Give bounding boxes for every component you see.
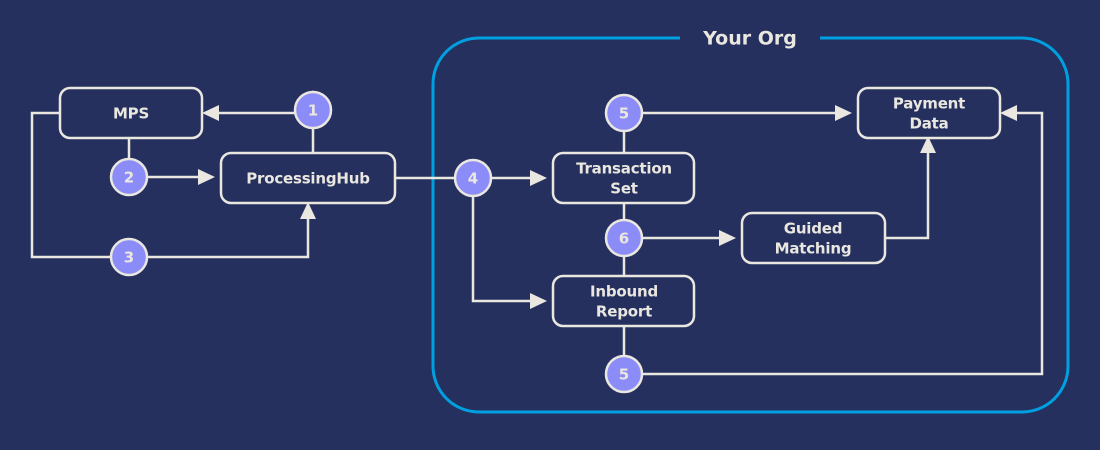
edge-branch-to-transaction-set-arrowhead — [530, 170, 547, 186]
step-badge-1-number: 1 — [308, 102, 318, 120]
node-payment-data-label-line2: Data — [909, 115, 948, 133]
step-badge-5-bottom-circle[interactable] — [604, 354, 644, 394]
step-badge-2-number: 2 — [124, 169, 134, 187]
step-badge-4-number: 4 — [468, 170, 478, 188]
edge-mps-to-hub-arrowhead — [198, 169, 215, 185]
node-transaction-set-label-line2: Set — [610, 180, 638, 198]
step-badge-6-number: 6 — [619, 230, 629, 248]
org-group: Your Org — [431, 24, 1070, 414]
node-layer: MPS ProcessingHub Transaction Set Paymen… — [58, 86, 1002, 328]
edge-hub-to-mps-arrowhead — [202, 105, 219, 121]
edge-guided-to-payment-arrowhead — [920, 136, 936, 153]
node-transaction-set[interactable]: Transaction Set — [551, 151, 696, 205]
step-badge-5-bottom[interactable]: 5 — [604, 354, 644, 394]
edge-layer — [30, 90, 1044, 376]
org-title: Your Org — [702, 28, 797, 50]
edge-branch-to-inbound-report — [471, 194, 542, 303]
node-mps-box[interactable] — [58, 86, 204, 140]
edge-guided-to-payment — [883, 147, 930, 240]
node-guided-matching-label-line1: Guided — [784, 220, 843, 238]
node-payment-data-box[interactable] — [856, 86, 1002, 140]
node-processing-hub[interactable]: ProcessingHub — [219, 151, 397, 205]
step-badge-2-circle[interactable] — [109, 157, 149, 197]
step-badge-3[interactable]: 3 — [109, 237, 149, 277]
step-badge-5-top[interactable]: 5 — [604, 93, 644, 133]
node-transaction-set-label-line1: Transaction — [576, 160, 672, 178]
step-badge-4[interactable]: 4 — [453, 158, 493, 198]
node-guided-matching[interactable]: Guided Matching — [740, 211, 887, 265]
node-inbound-report-label-line2: Report — [596, 303, 652, 321]
edge-inbound-to-payment-path — [640, 111, 1044, 376]
step-badge-3-number: 3 — [124, 249, 134, 267]
node-processing-hub-label: ProcessingHub — [246, 170, 370, 188]
edge-transaction-to-guided-arrowhead — [719, 230, 736, 246]
step-badge-3-circle[interactable] — [109, 237, 149, 277]
step-badge-5-top-number: 5 — [619, 105, 629, 123]
step-badge-2[interactable]: 2 — [109, 157, 149, 197]
edge-mps-loop-to-hub — [30, 111, 113, 259]
step-badge-1-circle[interactable] — [293, 90, 333, 130]
node-payment-data[interactable]: Payment Data — [856, 86, 1002, 140]
step-badge-6-circle[interactable] — [604, 218, 644, 258]
node-mps-label: MPS — [113, 105, 149, 123]
node-inbound-report[interactable]: Inbound Report — [551, 274, 696, 328]
node-transaction-set-box[interactable] — [551, 151, 696, 205]
edge-transaction-to-payment-arrowhead — [835, 105, 852, 121]
node-processing-hub-box[interactable] — [219, 151, 397, 205]
node-payment-data-label-line1: Payment — [893, 95, 965, 113]
step-badge-4-circle[interactable] — [453, 158, 493, 198]
node-inbound-report-box[interactable] — [551, 274, 696, 328]
org-frame-border — [431, 36, 1070, 414]
edge-inbound-to-payment-arrowhead — [1000, 105, 1017, 121]
step-badge-5-bottom-number: 5 — [619, 366, 629, 384]
step-badge-6[interactable]: 6 — [604, 218, 644, 258]
node-mps[interactable]: MPS — [58, 86, 204, 140]
org-title-backdrop — [680, 24, 820, 52]
edge-branch-to-inbound-report-arrowhead — [530, 293, 547, 309]
node-guided-matching-label-line2: Matching — [775, 240, 852, 258]
step-badge-1[interactable]: 1 — [293, 90, 333, 130]
edge-mps-loop-to-hub-tail — [145, 213, 310, 259]
node-inbound-report-label-line1: Inbound — [590, 283, 658, 301]
step-badge-layer: 1 2 3 4 5 6 — [109, 90, 644, 394]
step-badge-5-top-circle[interactable] — [604, 93, 644, 133]
node-guided-matching-box[interactable] — [740, 211, 887, 265]
edge-mps-loop-to-hub-arrowhead — [300, 202, 316, 219]
